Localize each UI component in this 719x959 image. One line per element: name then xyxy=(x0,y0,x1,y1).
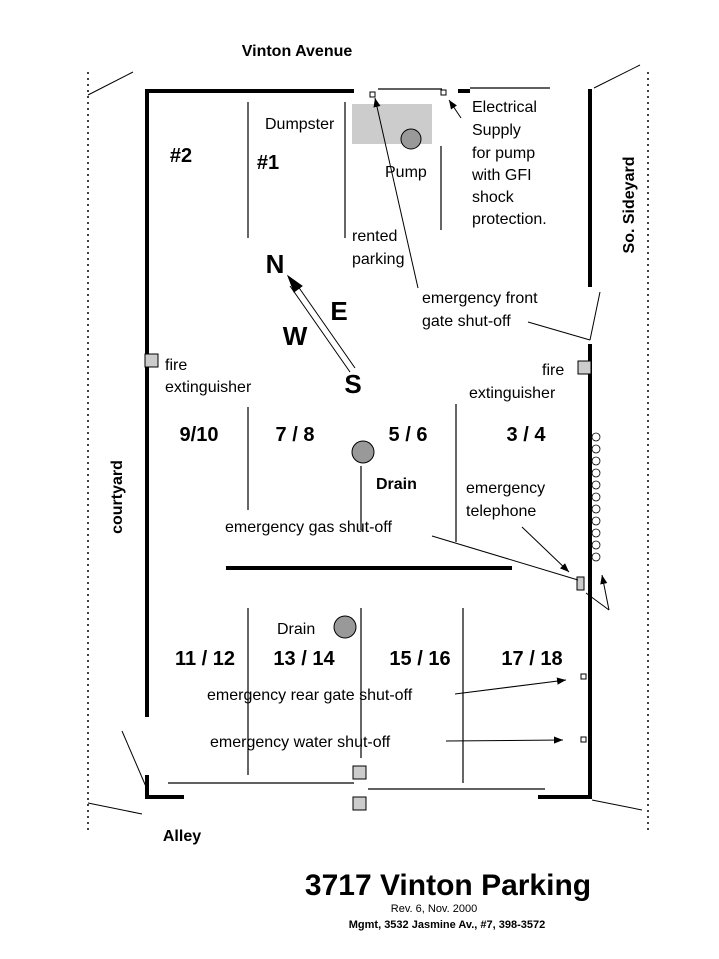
street-top-label: Vinton Avenue xyxy=(242,43,353,60)
drain-bottom-icon xyxy=(333,615,357,639)
footer-revision: Rev. 6, Nov. 2000 xyxy=(391,903,477,915)
svg-text:with GFI: with GFI xyxy=(471,167,532,184)
rear-gate-shutoff-label: emergency rear gate shut-off xyxy=(207,687,413,704)
gate-lines xyxy=(168,87,550,790)
water-shutoff-label: emergency water shut-off xyxy=(210,734,391,751)
drain-middle-icon xyxy=(351,440,375,464)
water-shutoff-box xyxy=(580,736,587,743)
svg-text:parking: parking xyxy=(352,251,404,268)
svg-text:emergency front: emergency front xyxy=(422,290,538,307)
slot-15-16: 15 / 16 xyxy=(389,648,450,670)
svg-text:fire: fire xyxy=(542,362,564,379)
svg-text:extinguisher: extinguisher xyxy=(165,379,252,396)
sideyard-label: So. Sideyard xyxy=(621,157,638,254)
gate-post-2 xyxy=(352,796,367,811)
drain-middle-label: Drain xyxy=(376,476,417,493)
svg-text:Electrical: Electrical xyxy=(472,99,537,116)
fire-extinguisher-left-label: fire extinguisher xyxy=(165,357,252,396)
front-gate-shutoff-box xyxy=(369,91,376,98)
electrical-supply-label: Electrical Supply for pump with GFI shoc… xyxy=(471,99,547,228)
parking-dividers xyxy=(247,102,464,783)
slot-5-6: 5 / 6 xyxy=(389,424,428,446)
gate-post-1 xyxy=(352,765,367,780)
svg-text:protection.: protection. xyxy=(472,211,547,228)
compass-n: N xyxy=(266,249,285,279)
dumpster-label: Dumpster xyxy=(265,116,335,133)
slot-3-4: 3 / 4 xyxy=(507,424,547,446)
compass-w: W xyxy=(283,321,308,351)
fire-extinguisher-left-icon xyxy=(144,353,159,368)
spot-1-label: #1 xyxy=(257,152,279,174)
svg-text:shock: shock xyxy=(472,189,515,206)
slot-7-8: 7 / 8 xyxy=(276,424,315,446)
svg-text:rented: rented xyxy=(352,228,397,245)
courtyard-label: courtyard xyxy=(109,460,126,534)
gas-shutoff-label: emergency gas shut-off xyxy=(225,519,392,536)
pump-label: Pump xyxy=(385,164,427,181)
front-gate-shutoff-label: emergency front gate shut-off xyxy=(422,290,538,330)
street-bottom-label: Alley xyxy=(163,828,201,845)
electrical-supply-box xyxy=(440,89,447,96)
svg-text:Supply: Supply xyxy=(472,122,521,139)
svg-text:extinguisher: extinguisher xyxy=(469,385,556,402)
drain-bottom-label: Drain xyxy=(277,621,315,638)
footer-management: Mgmt, 3532 Jasmine Av., #7, 398-3572 xyxy=(349,919,545,931)
svg-text:emergency: emergency xyxy=(466,480,545,497)
slot-13-14: 13 / 14 xyxy=(273,648,335,670)
slot-11-12: 11 / 12 xyxy=(175,648,235,670)
fire-extinguisher-right-icon xyxy=(577,360,592,375)
wall-circles xyxy=(591,432,601,562)
compass-s: S xyxy=(344,369,361,399)
svg-text:telephone: telephone xyxy=(466,503,536,520)
compass-arrow xyxy=(286,274,356,373)
spot-2-label: #2 xyxy=(170,145,192,167)
emergency-telephone-label: emergency telephone xyxy=(466,480,545,520)
fire-extinguisher-right-label: fire extinguisher xyxy=(469,362,564,402)
compass-e: E xyxy=(330,296,347,326)
slot-9-10: 9/10 xyxy=(180,424,219,446)
lot-walls xyxy=(145,89,592,799)
rented-parking-label: rented parking xyxy=(352,228,404,268)
leader-arrows xyxy=(373,97,610,744)
svg-text:gate shut-off: gate shut-off xyxy=(422,313,511,330)
corner-diagonal-lines xyxy=(87,64,643,815)
pump-icon xyxy=(400,128,422,150)
rear-gate-shutoff-box xyxy=(580,673,587,680)
footer-title: 3717 Vinton Parking xyxy=(305,869,591,902)
slot-17-18: 17 / 18 xyxy=(501,648,562,670)
svg-text:fire: fire xyxy=(165,357,187,374)
property-boundary-lines xyxy=(87,72,649,830)
emergency-telephone-icon xyxy=(576,576,585,591)
svg-text:for pump: for pump xyxy=(472,145,535,162)
